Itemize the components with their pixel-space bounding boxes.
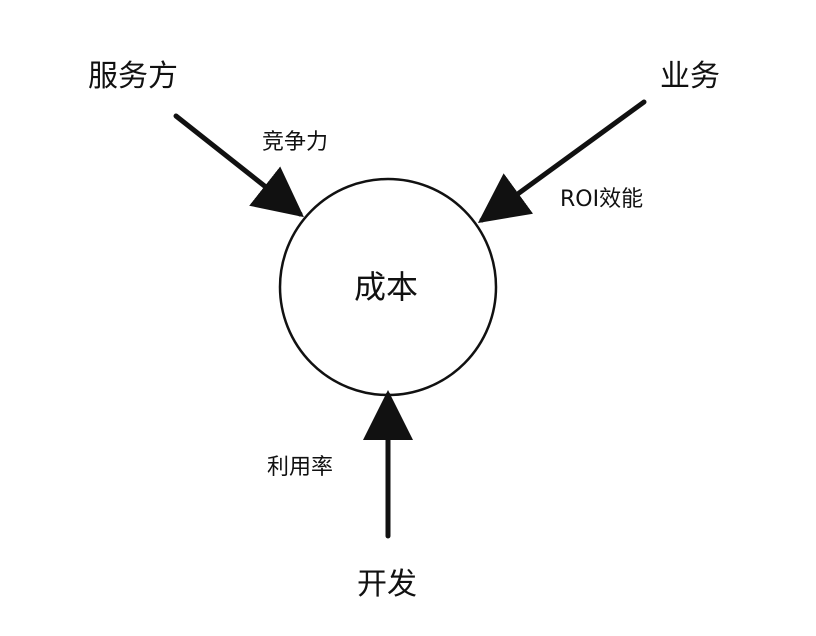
edge-business-label: ROI效能 <box>560 187 644 212</box>
edge-dev-label: 利用率 <box>267 455 334 480</box>
node-business-label: 业务 <box>660 59 720 94</box>
center-cost-label: 成本 <box>354 268 419 306</box>
arrow-business-to-cost <box>477 99 647 223</box>
edge-service-label: 竞争力 <box>262 130 329 155</box>
node-dev-label: 开发 <box>357 567 417 602</box>
node-service-label: 服务方 <box>88 59 178 94</box>
arrow-service-to-cost <box>173 113 304 218</box>
